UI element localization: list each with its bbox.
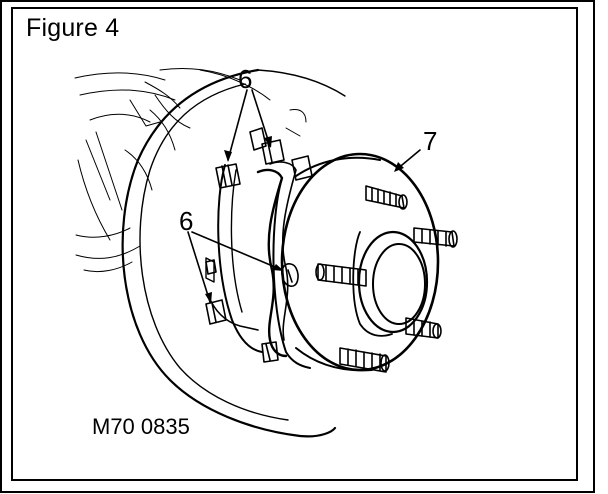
hub-bolts xyxy=(205,127,313,363)
bolt-upper-right xyxy=(261,139,285,165)
hub-bore-inner xyxy=(372,243,426,325)
hub-flange-outer xyxy=(280,152,440,372)
hub-flange-side xyxy=(272,177,311,369)
wheel-stud xyxy=(413,227,455,247)
backing-flange-edge xyxy=(269,161,297,341)
hub-bore-outer xyxy=(357,230,429,334)
leader-upper-left xyxy=(227,89,248,161)
bolt-head-top xyxy=(249,127,267,151)
callout-label-7: 7 xyxy=(423,126,437,156)
mounting-bracket-inner xyxy=(230,169,243,313)
disc-shield-arc-inner xyxy=(139,83,289,421)
hub-flange-rim xyxy=(295,156,381,372)
figure-title: Figure 4 xyxy=(26,14,120,42)
disc-top-edge xyxy=(257,69,346,97)
outer-border xyxy=(0,0,595,493)
mounting-bracket xyxy=(217,164,263,353)
leader-lower-a xyxy=(191,231,283,271)
bolt-small xyxy=(205,259,217,275)
leader-lines xyxy=(187,89,421,303)
hub-boss xyxy=(352,231,393,337)
bolt-upper-left xyxy=(215,163,241,189)
wheel-studs xyxy=(315,185,458,373)
bolt-right-top xyxy=(291,155,313,181)
inner-border xyxy=(11,7,578,481)
leader-upper-right xyxy=(251,89,271,147)
leader-lower-b xyxy=(187,231,211,303)
bolt-bottom xyxy=(261,341,279,363)
leader-arrowheads xyxy=(205,136,404,304)
callout-label-6-upper: 6 xyxy=(238,64,252,94)
bolt-middle xyxy=(281,263,299,287)
figure-reference-code: M70 0835 xyxy=(92,414,190,439)
wheel-stud xyxy=(339,347,387,373)
hub-assembly-drawing xyxy=(74,68,458,438)
disc-shield-arc xyxy=(121,68,337,438)
backing-flange xyxy=(256,168,288,358)
bolt-lower-left xyxy=(205,299,227,325)
callout-label-6-lower: 6 xyxy=(179,206,193,236)
